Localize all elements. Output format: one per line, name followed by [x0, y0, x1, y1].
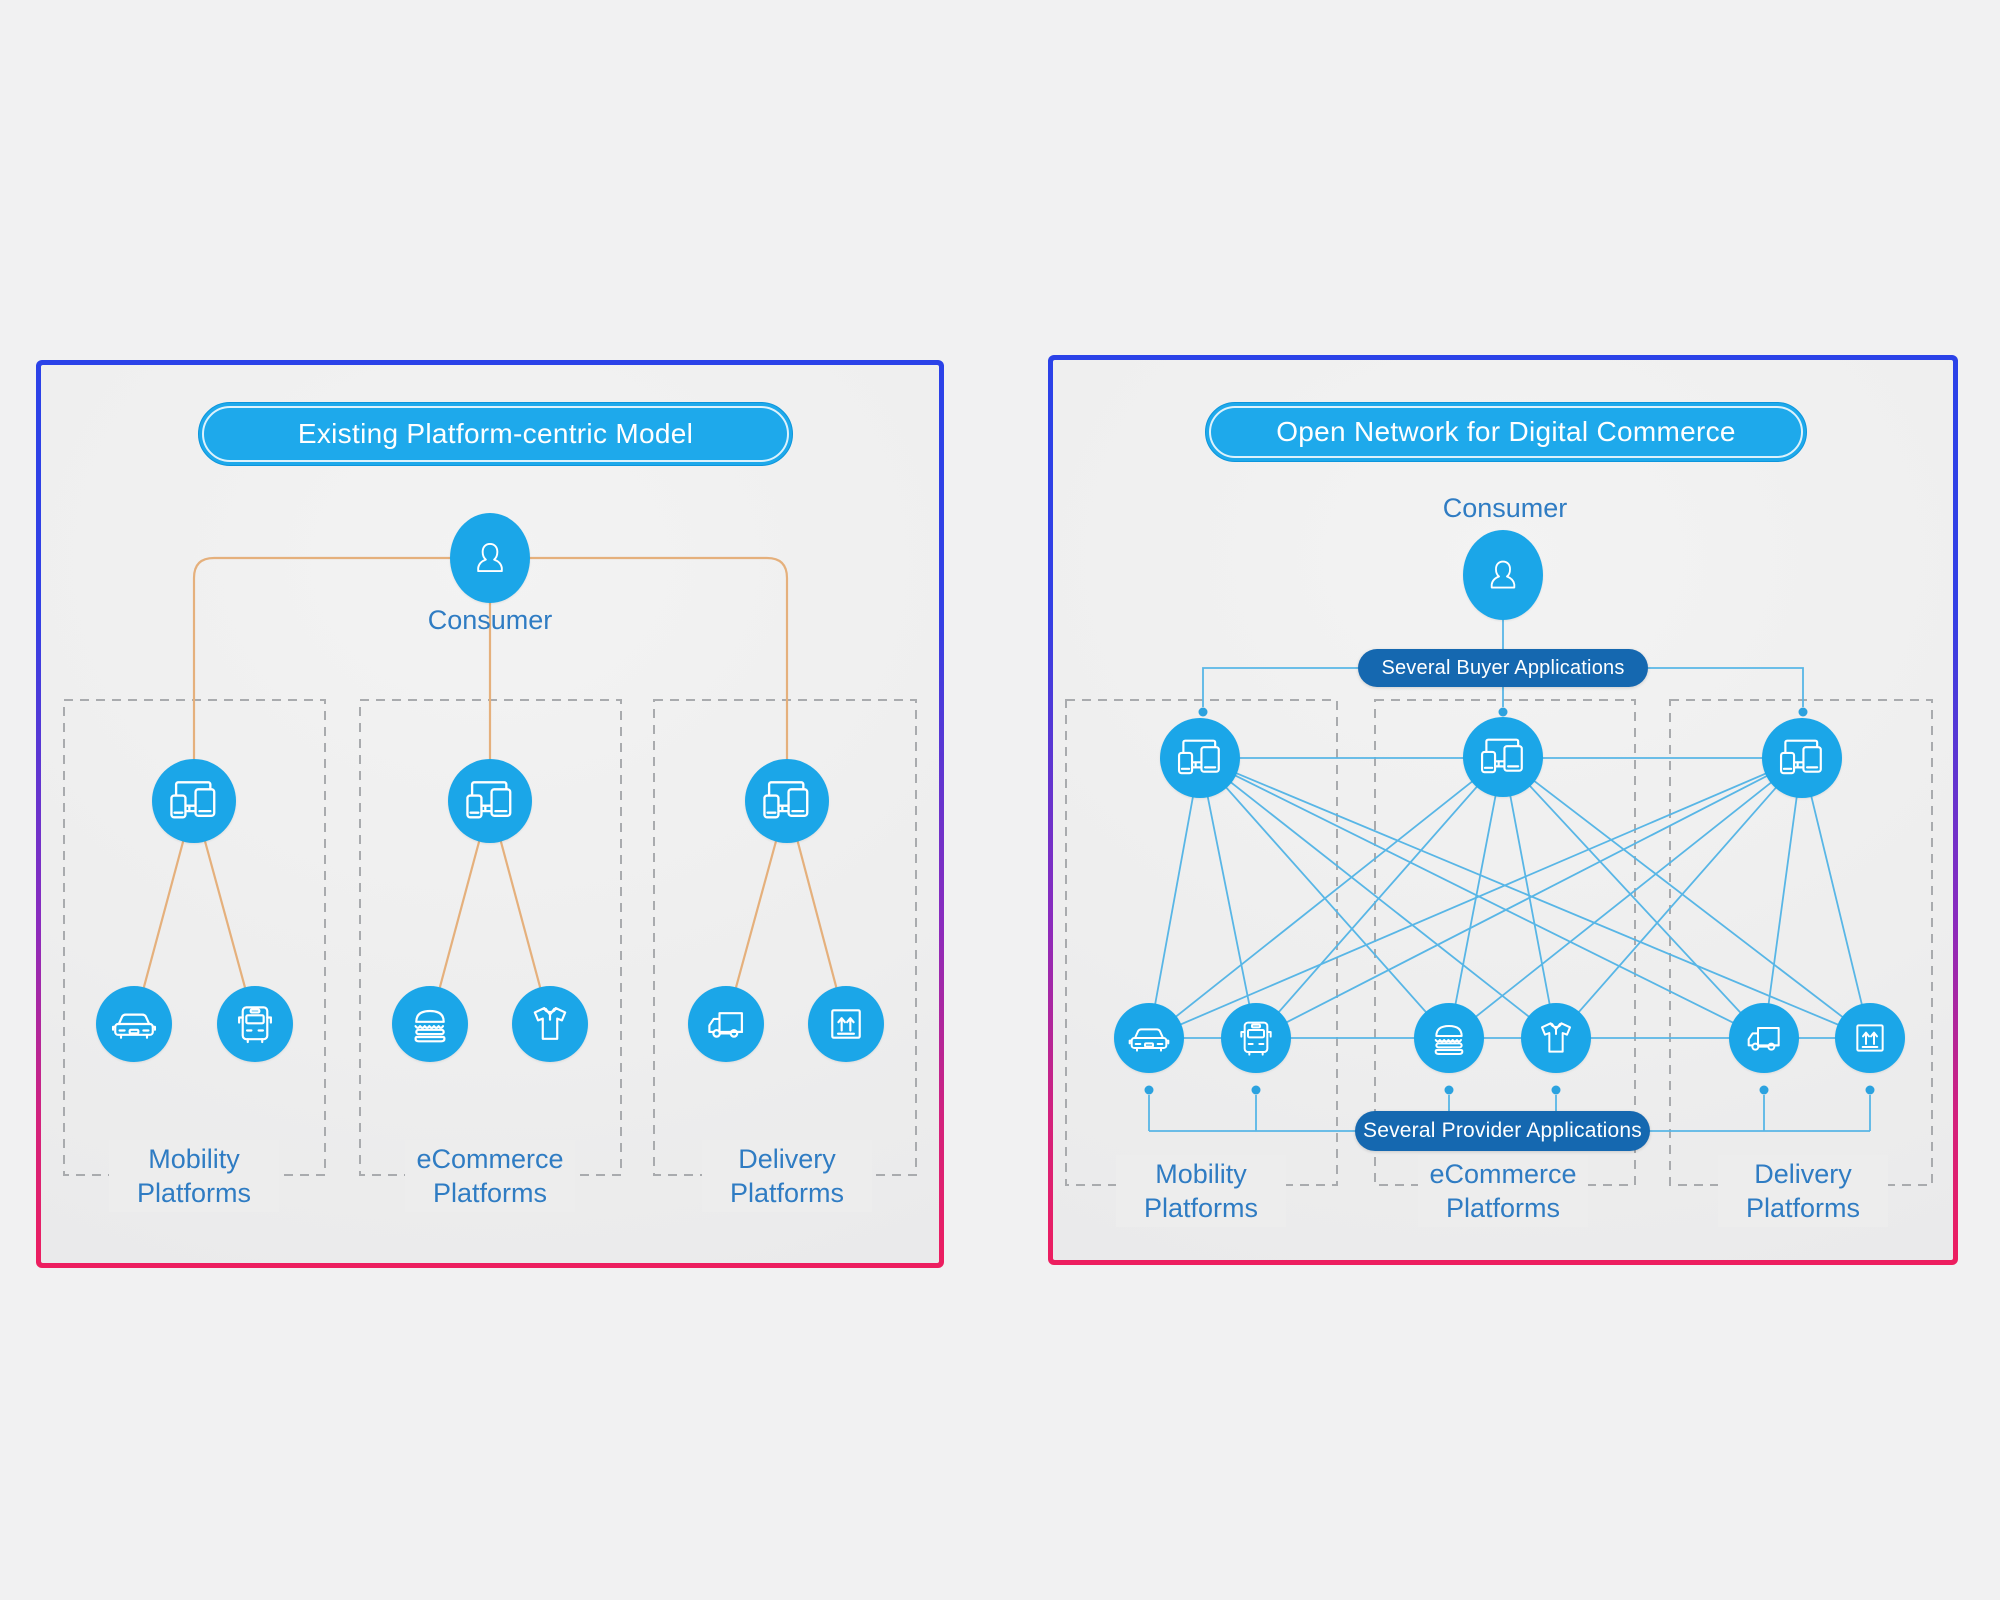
truck-icon: [1740, 1014, 1788, 1062]
shirt-icon: [524, 998, 576, 1050]
provider-apps-label: Several Provider Applications: [1363, 1119, 1642, 1142]
burger-icon: [1425, 1014, 1473, 1062]
car-icon: [108, 998, 160, 1050]
right-panel-title: Open Network for Digital Commerce: [1276, 416, 1736, 447]
right-panel-body: Open Network for Digital Commerce Consum…: [1053, 360, 1953, 1260]
label-delivery-platforms: Delivery Platforms: [1718, 1155, 1888, 1227]
bus-icon: [229, 998, 281, 1050]
mobility-devices-node: [152, 759, 236, 843]
car-icon: [1125, 1014, 1173, 1062]
right-panel: Open Network for Digital Commerce Consum…: [1048, 355, 1958, 1265]
dashed-box-delivery: [1669, 699, 1933, 1186]
dashed-box-ecommerce: [1374, 699, 1636, 1186]
apparel-node: [1521, 1003, 1591, 1073]
bus-node: [1221, 1003, 1291, 1073]
label-ecommerce-platforms: eCommerce Platforms: [1418, 1155, 1588, 1227]
burger-icon: [404, 998, 456, 1050]
left-panel-title-pill: Existing Platform-centric Model: [198, 402, 793, 466]
truck-icon: [700, 998, 752, 1050]
devices-icon: [1477, 731, 1529, 783]
left-panel-title: Existing Platform-centric Model: [297, 418, 694, 449]
consumer-label: Consumer: [1442, 493, 1568, 523]
devices-icon: [1776, 732, 1828, 784]
buyer-app-node-2: [1463, 717, 1543, 797]
provider-apps-pill: Several Provider Applications: [1355, 1111, 1650, 1151]
buyer-app-node-1: [1160, 718, 1240, 798]
ecommerce-devices-node: [448, 759, 532, 843]
car-node: [1114, 1003, 1184, 1073]
buyer-app-node-3: [1762, 718, 1842, 798]
left-panel-body: Existing Platform-centric Model Consumer: [41, 365, 939, 1263]
package-node: [1835, 1003, 1905, 1073]
dashed-box-mobility: [1065, 699, 1338, 1186]
consumer-node: [450, 513, 530, 603]
label-delivery-platforms: Delivery Platforms: [702, 1140, 872, 1212]
car-node: [96, 986, 172, 1062]
shirt-icon: [1532, 1014, 1580, 1062]
devices-icon: [1174, 732, 1226, 784]
food-node: [1414, 1003, 1484, 1073]
bus-icon: [1232, 1014, 1280, 1062]
devices-icon: [166, 773, 222, 829]
label-ecommerce-platforms: eCommerce Platforms: [405, 1140, 575, 1212]
apparel-node: [512, 986, 588, 1062]
buyer-apps-label: Several Buyer Applications: [1381, 656, 1625, 679]
package-icon: [820, 998, 872, 1050]
package-icon: [1846, 1014, 1894, 1062]
truck-node: [688, 986, 764, 1062]
package-node: [808, 986, 884, 1062]
consumer-icon: [1481, 553, 1525, 597]
left-panel: Existing Platform-centric Model Consumer: [36, 360, 944, 1268]
delivery-devices-node: [745, 759, 829, 843]
label-mobility-platforms: Mobility Platforms: [109, 1140, 279, 1212]
food-node: [392, 986, 468, 1062]
devices-icon: [462, 773, 518, 829]
consumer-node: [1463, 530, 1543, 620]
consumer-label: Consumer: [427, 605, 553, 635]
right-panel-title-pill: Open Network for Digital Commerce: [1205, 402, 1807, 462]
consumer-icon: [467, 535, 513, 581]
label-mobility-platforms: Mobility Platforms: [1116, 1155, 1286, 1227]
truck-node: [1729, 1003, 1799, 1073]
bus-node: [217, 986, 293, 1062]
buyer-apps-pill: Several Buyer Applications: [1358, 649, 1648, 687]
devices-icon: [759, 773, 815, 829]
